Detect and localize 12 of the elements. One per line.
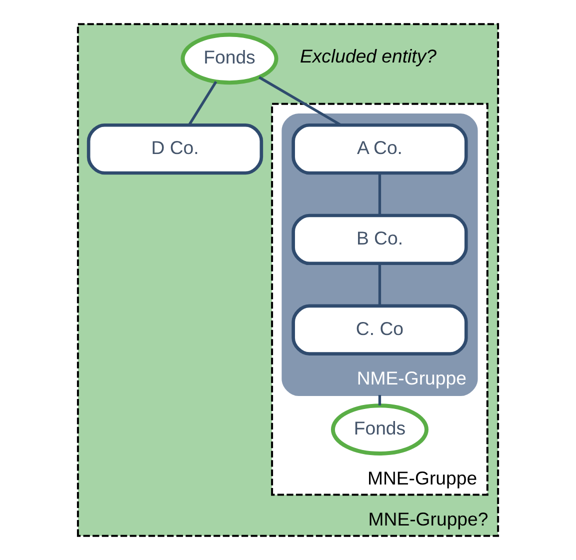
connector bbox=[378, 264, 382, 306]
node-label: Excluded entity? bbox=[300, 45, 437, 66]
connector bbox=[378, 173, 382, 215]
node-ellipse: Fonds bbox=[330, 404, 428, 456]
node-box: A Co. bbox=[292, 123, 468, 175]
connector bbox=[378, 395, 382, 406]
node-box: C. Co bbox=[292, 304, 468, 356]
connector bbox=[188, 80, 218, 126]
connector bbox=[258, 76, 342, 126]
node-box: D Co. bbox=[86, 123, 264, 175]
node-ellipse: Fonds bbox=[180, 32, 278, 85]
node-box: B Co. bbox=[292, 214, 468, 266]
